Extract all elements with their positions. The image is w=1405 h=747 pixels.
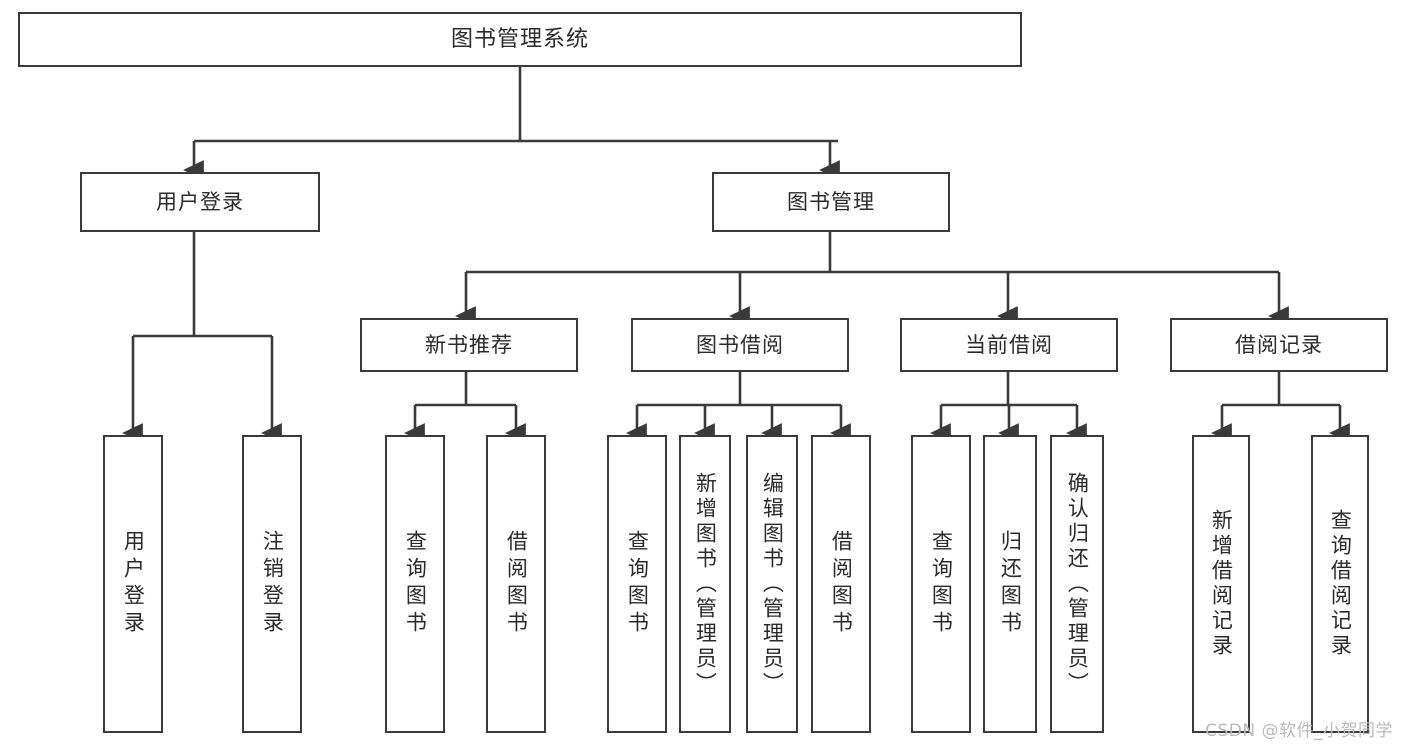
node-leaf-user-login-label: 用户登录 xyxy=(121,530,146,638)
node-leaf-user-login[interactable]: 用户登录 xyxy=(103,435,163,733)
node-leaf-borrow-book-2-label: 借阅图书 xyxy=(829,530,854,638)
node-new-book-rec[interactable]: 新书推荐 xyxy=(360,318,578,372)
node-book-manage-label: 图书管理 xyxy=(787,189,875,214)
node-leaf-edit-book[interactable]: 编辑图书（管理员） xyxy=(746,435,798,733)
node-leaf-borrow-book-1[interactable]: 借阅图书 xyxy=(486,435,546,733)
node-leaf-return-book-label: 归还图书 xyxy=(998,530,1023,638)
node-book-borrow[interactable]: 图书借阅 xyxy=(631,318,849,372)
node-leaf-query-book-2[interactable]: 查询图书 xyxy=(607,435,667,733)
node-leaf-borrow-book-1-label: 借阅图书 xyxy=(504,530,529,638)
node-borrow-record-label: 借阅记录 xyxy=(1235,332,1323,357)
node-leaf-confirm-return-label: 确认归还（管理员） xyxy=(1065,471,1090,697)
node-leaf-add-record[interactable]: 新增借阅记录 xyxy=(1192,435,1250,733)
node-book-borrow-label: 图书借阅 xyxy=(696,332,784,357)
node-leaf-borrow-book-2[interactable]: 借阅图书 xyxy=(811,435,871,733)
node-root-label: 图书管理系统 xyxy=(450,26,589,52)
node-leaf-query-record[interactable]: 查询借阅记录 xyxy=(1311,435,1369,733)
node-leaf-query-book-2-label: 查询图书 xyxy=(625,530,650,638)
node-new-book-rec-label: 新书推荐 xyxy=(425,332,513,357)
node-borrow-record[interactable]: 借阅记录 xyxy=(1170,318,1388,372)
node-leaf-add-book[interactable]: 新增图书（管理员） xyxy=(679,435,731,733)
node-leaf-add-record-label: 新增借阅记录 xyxy=(1209,509,1234,659)
csdn-watermark: CSDN @软件_小贺同学 xyxy=(1205,721,1393,741)
node-leaf-edit-book-label: 编辑图书（管理员） xyxy=(760,471,785,697)
node-leaf-query-record-label: 查询借阅记录 xyxy=(1328,509,1353,659)
node-user-login-label: 用户登录 xyxy=(156,189,244,214)
node-leaf-confirm-return[interactable]: 确认归还（管理员） xyxy=(1050,435,1104,733)
node-current-borrow[interactable]: 当前借阅 xyxy=(900,318,1118,372)
node-leaf-query-book-3[interactable]: 查询图书 xyxy=(911,435,971,733)
node-leaf-add-book-label: 新增图书（管理员） xyxy=(693,471,718,697)
node-root[interactable]: 图书管理系统 xyxy=(18,12,1022,67)
node-leaf-query-book-1-label: 查询图书 xyxy=(403,530,428,638)
node-leaf-return-book[interactable]: 归还图书 xyxy=(983,435,1037,733)
node-user-login[interactable]: 用户登录 xyxy=(80,172,320,232)
node-book-manage[interactable]: 图书管理 xyxy=(712,172,950,232)
node-leaf-query-book-1[interactable]: 查询图书 xyxy=(385,435,445,733)
node-leaf-logout-login[interactable]: 注销登录 xyxy=(242,435,302,733)
node-current-borrow-label: 当前借阅 xyxy=(965,332,1053,357)
node-leaf-query-book-3-label: 查询图书 xyxy=(929,530,954,638)
node-leaf-logout-login-label: 注销登录 xyxy=(260,530,285,638)
